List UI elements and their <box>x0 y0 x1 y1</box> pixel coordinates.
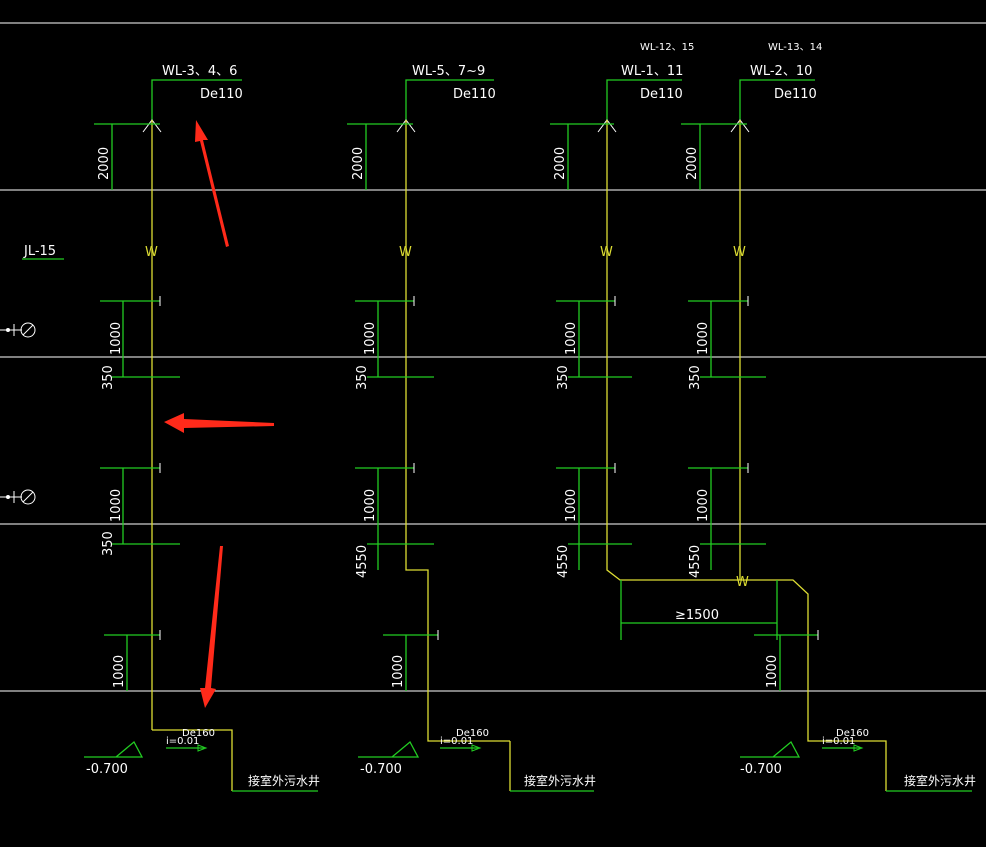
outlet-elevation: -0.700 <box>360 762 402 777</box>
outlet-size: De160 <box>182 728 215 739</box>
floor-lines <box>0 22 986 692</box>
dim-4550: 4550 <box>688 545 703 578</box>
dim-1000: 1000 <box>564 489 579 522</box>
riser-pipe <box>405 120 487 742</box>
elevation-mark-icon <box>358 740 420 758</box>
pipe-symbol: W <box>600 245 613 260</box>
dim-1000: 1000 <box>363 489 378 522</box>
red-arrow-icon <box>200 546 223 708</box>
elevation-mark-icon <box>84 740 144 758</box>
outlet-destination: 接室外污水井 <box>904 773 976 788</box>
side-label-group: JL-15 <box>0 244 64 505</box>
pipe-top-note: WL-12、15 <box>640 42 694 53</box>
dim-1000: 1000 <box>109 489 124 522</box>
riser-pipe <box>606 120 887 791</box>
dim-1000: 1000 <box>564 322 579 355</box>
dim-4550: 4550 <box>556 545 571 578</box>
dim-1000: 1000 <box>391 655 406 688</box>
dim-350: 350 <box>355 365 370 390</box>
red-arrow-icon <box>164 413 274 433</box>
pipe-size: De110 <box>640 87 683 102</box>
outlet-destination: 接室外污水井 <box>248 773 320 788</box>
dim-1000: 1000 <box>696 489 711 522</box>
dim-2000: 2000 <box>351 147 366 180</box>
riser-wl-3-4-6: WL-3、4、6 De110 W 2000 1000 350 1000 350 … <box>84 64 320 792</box>
pipe-symbol: W <box>733 245 746 260</box>
dim-350: 350 <box>688 365 703 390</box>
red-arrow-icon <box>195 120 229 247</box>
pipe-symbol: W <box>736 575 749 590</box>
slope-arrow-icon <box>853 744 864 752</box>
dim-350: 350 <box>101 365 116 390</box>
outlet-slope: i=0.01 <box>440 736 473 747</box>
outlet-elevation: -0.700 <box>740 762 782 777</box>
dim-1000: 1000 <box>765 655 780 688</box>
dim-1000: 1000 <box>109 322 124 355</box>
pipe-name: WL-5、7~9 <box>412 64 485 79</box>
red-markers <box>164 120 274 708</box>
slope-arrow-icon <box>471 744 482 752</box>
riser-wl-2-10: WL-13、14 WL-2、10 De110 W 2000 1000 350 1… <box>681 42 976 792</box>
pipe-size: De110 <box>774 87 817 102</box>
valve-icon <box>0 489 36 505</box>
dim-2000: 2000 <box>553 147 568 180</box>
leader-line <box>405 79 494 120</box>
dim-1000: 1000 <box>363 322 378 355</box>
outlet-pipe <box>152 729 233 791</box>
leader-line <box>151 79 242 120</box>
leader-line <box>739 79 815 120</box>
outlet-size: De160 <box>456 728 489 739</box>
dim-1500: ≥1500 <box>675 608 719 623</box>
dim-2000: 2000 <box>97 147 112 180</box>
outlet-slope: i=0.01 <box>166 736 199 747</box>
outlet-destination: 接室外污水井 <box>524 773 596 788</box>
pipe-size: De110 <box>453 87 496 102</box>
pipe-name: WL-2、10 <box>750 64 812 79</box>
pipe-size: De110 <box>200 87 243 102</box>
slope-arrow-icon <box>197 744 208 752</box>
valve-icon <box>0 322 36 338</box>
pipe-name: WL-3、4、6 <box>162 64 237 79</box>
leader-line <box>606 79 682 120</box>
riser-wl-5-7-9: WL-5、7~9 De110 W 2000 1000 350 1000 4550… <box>347 64 596 792</box>
pipe-name: WL-1、11 <box>621 64 683 79</box>
branch-end-marks <box>159 296 819 640</box>
riser-wl-1-11: WL-12、15 WL-1、11 De110 W 2000 1000 350 1… <box>550 42 887 791</box>
pipe-top-note: WL-13、14 <box>768 42 822 53</box>
side-label: JL-15 <box>23 244 56 259</box>
pipe-symbol: W <box>399 245 412 260</box>
dim-350: 350 <box>556 365 571 390</box>
outlet-slope: i=0.01 <box>822 736 855 747</box>
dim-1000: 1000 <box>112 655 127 688</box>
elevation-mark-icon <box>740 740 801 758</box>
dim-350: 350 <box>101 531 116 556</box>
pipe-symbol: W <box>145 245 158 260</box>
dim-4550: 4550 <box>355 545 370 578</box>
dim-1000: 1000 <box>696 322 711 355</box>
outlet-size: De160 <box>836 728 869 739</box>
dim-2000: 2000 <box>685 147 700 180</box>
outlet-elevation: -0.700 <box>86 762 128 777</box>
